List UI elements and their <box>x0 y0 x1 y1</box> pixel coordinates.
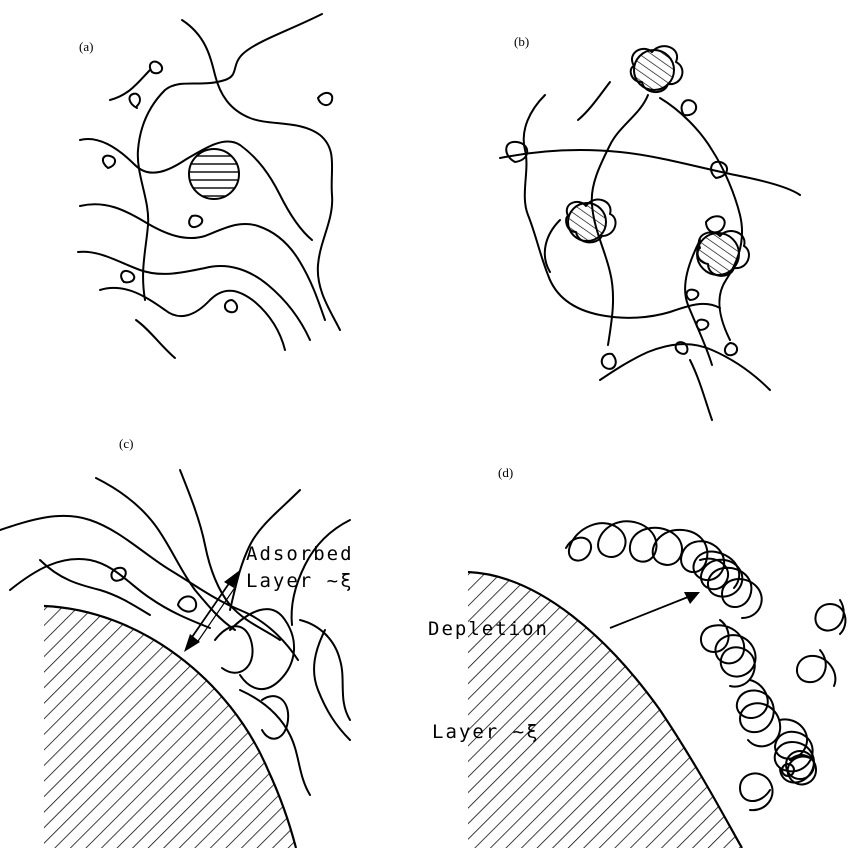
panel-b-label: (b) <box>514 34 529 49</box>
depletion-layer-label-line1: Depletion <box>428 618 549 640</box>
panel-a: (a) <box>78 14 340 358</box>
polymer-network-b <box>500 82 800 420</box>
panel-a-label: (a) <box>79 39 93 54</box>
particle-b-top <box>631 46 683 92</box>
depletion-layer-arrow <box>610 592 700 628</box>
panel-c-label: (c) <box>119 436 133 451</box>
panel-d: (d) Depletion Layer ~ξ <box>428 465 845 848</box>
particle-a <box>189 149 239 199</box>
panel-d-label: (d) <box>498 465 513 480</box>
panel-b: (b) <box>500 34 800 420</box>
depletion-layer-label-line2: Layer ~ξ <box>432 721 540 743</box>
particle-c <box>44 606 296 848</box>
adsorbed-layer-label-line1: Adsorbed <box>246 543 354 565</box>
adsorbed-layer-label-line2: Layer ~ξ <box>246 570 354 592</box>
particle-b-left <box>566 200 615 243</box>
panel-c: (c) Adsorbed <box>0 436 354 848</box>
particle-d <box>468 572 742 848</box>
